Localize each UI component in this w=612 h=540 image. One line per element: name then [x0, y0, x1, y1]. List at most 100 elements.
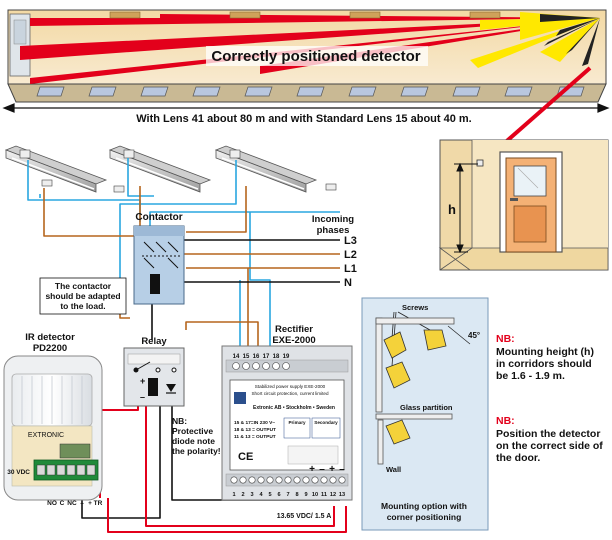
relay: + – Relay — [123, 336, 185, 407]
top-terminal-labels: 14 15 16 17 18 19 — [233, 354, 290, 360]
detector-title-1: IR detector — [25, 332, 75, 343]
plate-company: Extronic AB • Stockholm • Sweden — [253, 405, 335, 411]
glass-label: Glass partition — [400, 403, 453, 412]
output-rating: 13.65 VDC/ 1.5 A — [277, 513, 332, 520]
phase-label-l2: L2 — [344, 249, 357, 261]
bottom-terminal-11: 11 — [321, 492, 327, 498]
range-dimension-line — [2, 103, 610, 113]
company-logo — [234, 392, 246, 404]
screw-icon-3 — [385, 361, 411, 389]
contactor-note-line-2: should be adapted — [45, 291, 120, 301]
nb2-line-1: Position the detector — [496, 428, 600, 440]
contactor-note-line-3: to the load. — [60, 301, 105, 311]
diode-note-line-3: diode note — [172, 436, 215, 446]
polarity-mark-4: – — [339, 464, 345, 475]
diode-note: NB: Protective diode note the polarity! — [172, 416, 221, 456]
wall-label: Wall — [386, 465, 401, 474]
terminal-label-tr: TR — [94, 500, 103, 507]
mounted-detector-icon — [476, 159, 484, 167]
incoming-phases: Incoming phases L3 L2 L1 N — [312, 214, 357, 289]
svg-text:–: – — [140, 392, 145, 402]
bottom-terminal-9: 9 — [304, 492, 307, 498]
detector-brand: EXTRONIC — [28, 432, 64, 439]
range-note: With Lens 41 about 80 m and with Standar… — [136, 113, 471, 125]
nb1-line-3: be 1.6 - 1.9 m. — [496, 370, 565, 382]
polarity-mark-3: + — [329, 464, 335, 475]
fixture-1 — [4, 145, 108, 193]
bottom-terminal-3: 3 — [250, 492, 253, 498]
relay-label: Relay — [141, 336, 167, 347]
ceiling-lights — [36, 86, 585, 97]
mounting-caption-1: Mounting option with — [381, 501, 467, 511]
screws-label: Screws — [402, 303, 428, 312]
fixture-2 — [108, 145, 212, 193]
contactor-note-line-1: The contactor — [55, 281, 112, 291]
door-handle — [510, 198, 518, 201]
top-terminal-15: 15 — [243, 354, 250, 360]
phase-label-l3: L3 — [344, 235, 357, 247]
top-terminal-18: 18 — [273, 354, 280, 360]
spec-line-1: 15 & 17=IN 230 V~ — [234, 420, 275, 426]
top-terminal-16: 16 — [253, 354, 260, 360]
notes: NB: Mounting height (h) in corridors sho… — [496, 333, 603, 464]
relay-coil — [148, 378, 158, 396]
bottom-terminal-4: 4 — [259, 492, 263, 498]
door-window — [513, 165, 547, 197]
phase-label-l1: L1 — [344, 263, 357, 275]
nb1-line-1: Mounting height (h) — [496, 346, 594, 358]
top-terminal-screws — [232, 362, 290, 370]
corridor-caption: Correctly positioned detector — [211, 48, 420, 65]
bottom-terminal-7: 7 — [286, 492, 289, 498]
spec-line-3: 11 & 13 = OUTPUT — [234, 434, 276, 440]
corridor-view: Correctly positioned detector With Lens … — [2, 9, 610, 164]
rectifier: Rectifier EXE-2000 14 15 16 17 18 19 Sta… — [221, 324, 353, 520]
bottom-terminal-2: 2 — [241, 492, 244, 498]
terminal-labels: NO C NC – + TR — [47, 500, 103, 507]
ir-detector: IR detector PD2200 EXTRONIC 30 VDC NO — [3, 332, 103, 507]
spec-line-2: 18 & 13 = OUTPUT — [234, 427, 276, 433]
secondary-label: Secondary — [314, 420, 338, 425]
polarity-mark-2: – — [319, 464, 325, 475]
top-terminal-19: 19 — [283, 354, 290, 360]
rectifier-title-2: EXE-2000 — [272, 335, 315, 346]
terminal-label-minus: – — [80, 500, 84, 507]
bottom-terminal-screws — [230, 476, 346, 484]
plate-line-1: Stabilized power supply EXE-2000 — [255, 384, 326, 389]
bottom-terminal-12: 12 — [330, 492, 336, 498]
height-label: h — [448, 202, 456, 217]
terminal-label-plus: + — [88, 500, 92, 507]
top-terminal-14: 14 — [233, 354, 240, 360]
bottom-terminal-6: 6 — [277, 492, 280, 498]
fixture-3 — [214, 145, 337, 193]
door-view: h — [438, 139, 609, 271]
terminal-label-no: NO — [47, 500, 57, 507]
primary-label: Primary — [288, 420, 306, 425]
contactor-coil — [150, 274, 160, 294]
screw-icon-4 — [385, 419, 411, 445]
top-terminal-17: 17 — [263, 354, 270, 360]
detector-title-2: PD2200 — [33, 343, 67, 354]
plate-line-2: Short circuit protection, current limite… — [251, 391, 329, 396]
nb2-line-2: on the correct side of — [496, 440, 603, 452]
mounting-caption-2: corner positioning — [387, 512, 462, 522]
polarity-mark-1: + — [309, 464, 315, 475]
bottom-terminal-10: 10 — [312, 492, 318, 498]
svg-text:+: + — [140, 376, 145, 386]
angle-label: 45° — [468, 331, 480, 340]
terminal-label-c: C — [60, 500, 65, 507]
nb2-title: NB: — [496, 415, 515, 427]
mounting-panel: Screws 45° Glass partition Wall Mounting… — [361, 297, 489, 531]
nb1-title: NB: — [496, 333, 515, 345]
contactor: Contactor — [133, 212, 185, 305]
bottom-terminal-1: 1 — [232, 492, 235, 498]
output-polarity-marks: + – + – — [309, 464, 345, 475]
contactor-note: The contactor should be adapted to the l… — [39, 277, 127, 315]
wall-recesses — [109, 11, 501, 19]
terminal-voltage: 30 VDC — [7, 469, 30, 476]
bottom-terminal-13: 13 — [339, 492, 345, 498]
incoming-title-1: Incoming — [312, 214, 354, 225]
bottom-terminal-labels: 1 2 3 4 5 6 7 8 9 10 11 12 13 — [232, 492, 345, 498]
phase-label-n: N — [344, 277, 352, 289]
